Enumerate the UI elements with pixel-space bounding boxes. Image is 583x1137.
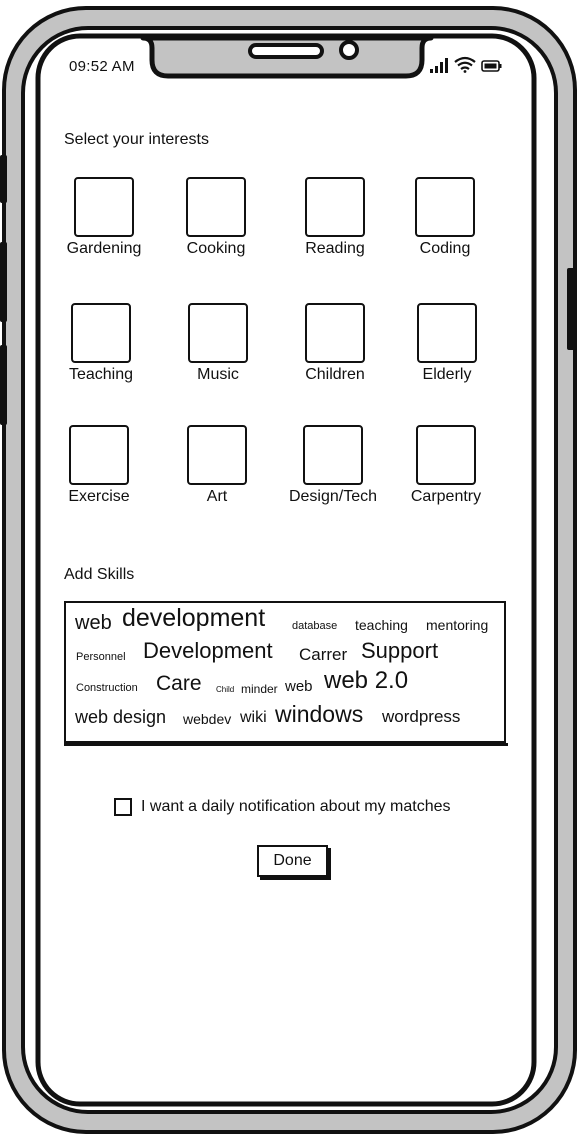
interest-checkbox[interactable] [305, 177, 365, 237]
interest-checkbox[interactable] [74, 177, 134, 237]
interest-option[interactable]: Gardening [44, 177, 164, 258]
skill-tag[interactable]: webdev [183, 711, 232, 727]
side-button-icon [0, 155, 7, 203]
skill-tag[interactable]: web [285, 678, 313, 695]
interest-checkbox[interactable] [416, 425, 476, 485]
status-time: 09:52 AM [69, 58, 135, 75]
skill-tag[interactable]: wordpress [382, 707, 461, 726]
interest-option[interactable]: Carpentry [386, 425, 506, 506]
speaker-icon [248, 43, 324, 59]
side-button-icon [0, 242, 7, 322]
interest-label: Teaching [68, 366, 134, 383]
interest-checkbox[interactable] [71, 303, 131, 363]
skill-tag[interactable]: database [292, 620, 338, 632]
skill-tag[interactable]: Development [143, 638, 273, 663]
skill-tag[interactable]: minder [241, 682, 278, 696]
notification-label: I want a daily notification about my mat… [141, 798, 451, 815]
interest-checkbox[interactable] [188, 303, 248, 363]
interest-checkbox[interactable] [305, 303, 365, 363]
interest-label: Coding [419, 240, 471, 257]
interest-label: Cooking [186, 240, 246, 257]
interest-checkbox[interactable] [303, 425, 363, 485]
interests-heading: Select your interests [64, 131, 209, 148]
skill-tag[interactable]: teaching [355, 617, 408, 633]
interest-option[interactable]: Cooking [156, 177, 276, 258]
interest-label: Children [305, 366, 365, 383]
skill-tag[interactable]: Support [361, 638, 439, 663]
interest-label: Exercise [68, 488, 130, 505]
camera-icon [339, 40, 359, 60]
interest-option[interactable]: Art [157, 425, 277, 506]
skill-tag[interactable]: web 2.0 [324, 667, 409, 694]
skill-tag[interactable]: mentoring [426, 617, 489, 633]
interest-option[interactable]: Exercise [39, 425, 159, 506]
skills-heading: Add Skills [64, 566, 135, 583]
skill-tag[interactable]: Carrer [299, 645, 348, 664]
interest-checkbox[interactable] [417, 303, 477, 363]
interest-checkbox[interactable] [187, 425, 247, 485]
skill-tag[interactable]: Personnel [76, 651, 126, 663]
interest-option[interactable]: Coding [385, 177, 505, 258]
notification-checkbox[interactable] [114, 798, 132, 816]
interest-option[interactable]: Music [158, 303, 278, 384]
side-button-icon [567, 268, 576, 350]
battery-icon [481, 60, 502, 72]
notification-toggle[interactable]: I want a daily notification about my mat… [114, 798, 451, 816]
side-button-icon [0, 345, 7, 425]
skill-tag[interactable]: Child [216, 685, 235, 694]
skill-tag[interactable]: development [122, 604, 266, 632]
interest-checkbox[interactable] [415, 177, 475, 237]
interest-label: Carpentry [410, 488, 482, 505]
interest-option[interactable]: Elderly [387, 303, 507, 384]
skill-tag[interactable]: Construction [76, 682, 138, 694]
skill-tag[interactable]: web [75, 612, 112, 634]
interest-checkbox[interactable] [69, 425, 129, 485]
skill-tag[interactable]: wiki [240, 709, 267, 726]
interest-option[interactable]: Design/Tech [273, 425, 393, 506]
interest-option[interactable]: Reading [275, 177, 395, 258]
skill-tag[interactable]: web design [75, 707, 167, 727]
done-button[interactable]: Done [257, 845, 328, 877]
interest-option[interactable]: Children [275, 303, 395, 384]
skill-tag[interactable]: Care [156, 672, 202, 695]
skill-tag[interactable]: windows [275, 701, 364, 727]
interest-checkbox[interactable] [186, 177, 246, 237]
status-icons [430, 56, 502, 73]
interest-label: Elderly [422, 366, 472, 383]
interest-label: Gardening [66, 240, 142, 257]
interest-label: Art [206, 488, 228, 505]
signal-icon [430, 58, 448, 73]
interest-label: Reading [305, 240, 365, 257]
wifi-icon [454, 56, 476, 73]
interest-label: Design/Tech [288, 488, 378, 505]
skills-tag-cloud: web development database teaching mentor… [64, 601, 508, 746]
interest-label: Music [197, 366, 239, 383]
interest-option[interactable]: Teaching [41, 303, 161, 384]
